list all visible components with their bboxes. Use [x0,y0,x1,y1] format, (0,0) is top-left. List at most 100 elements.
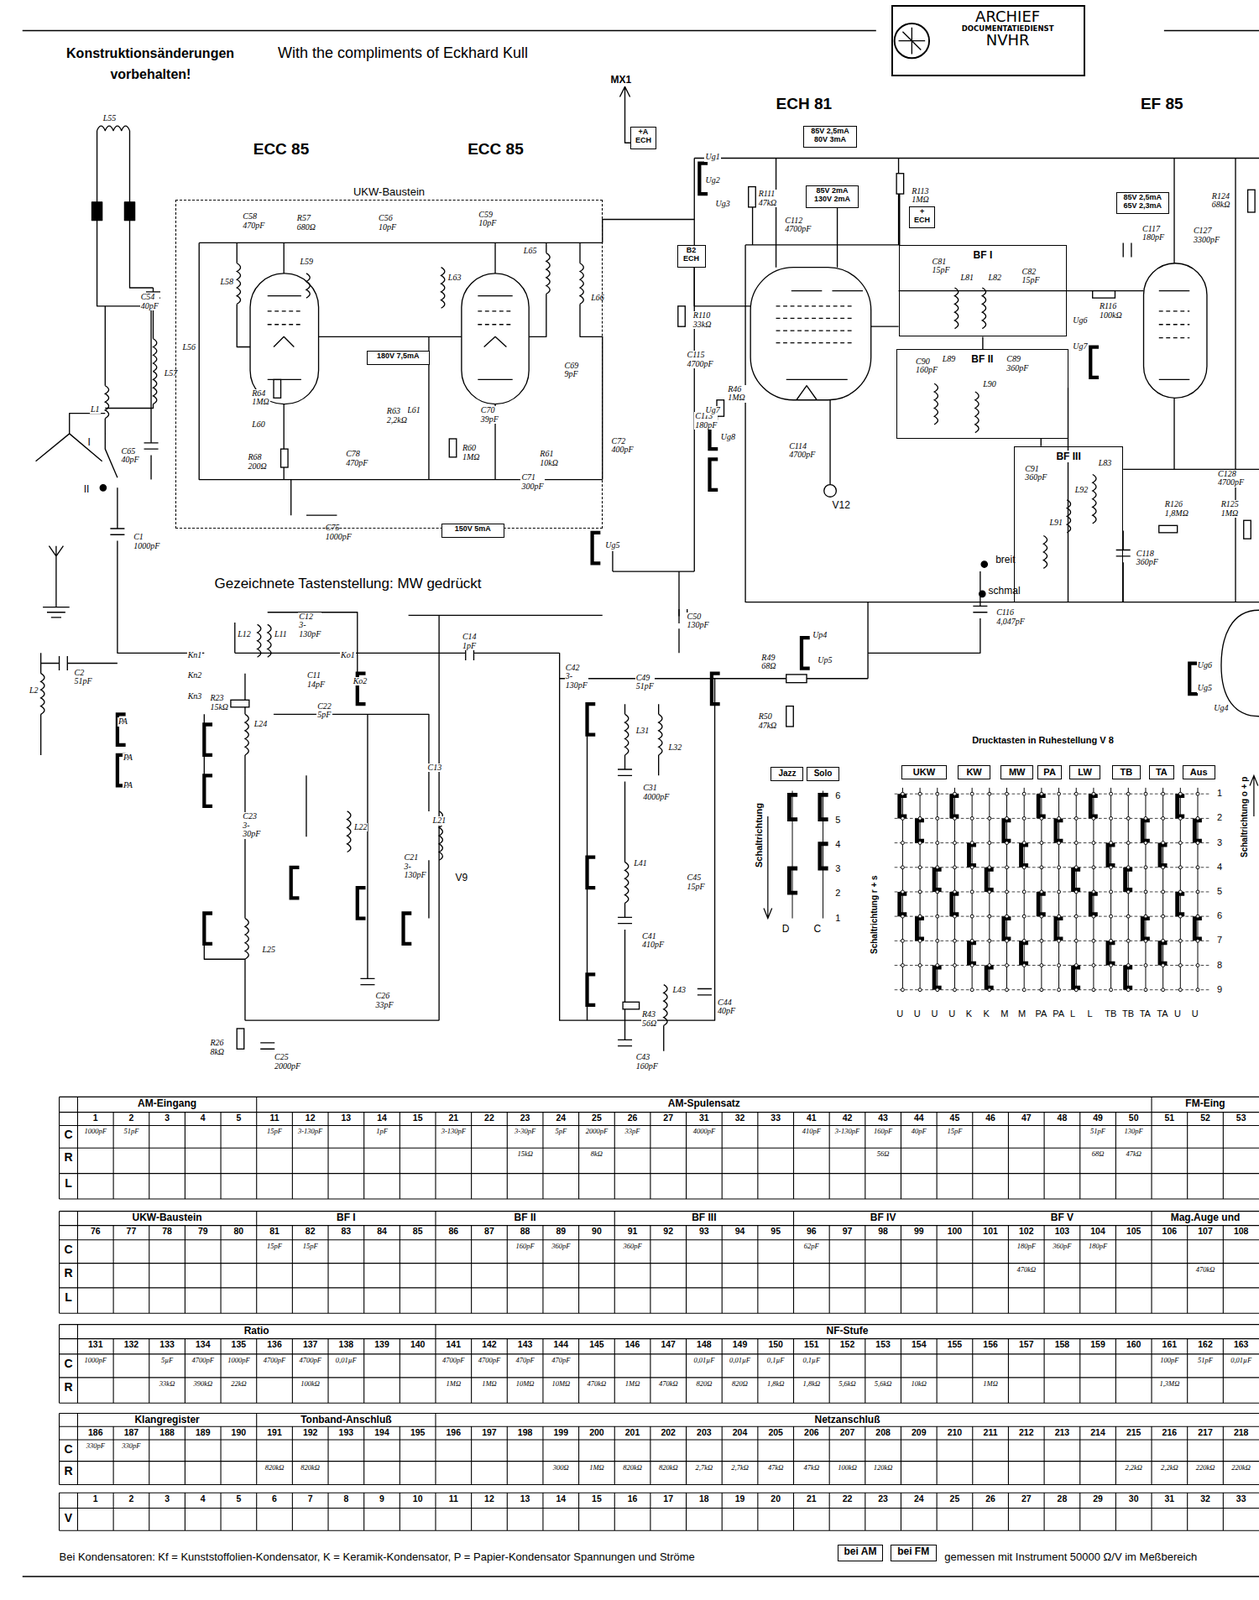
component-label: C90 160pF [914,357,939,376]
coil-symbol [267,624,272,658]
table-cell-value: 2,7kΩ [721,1464,758,1473]
table-cell-value: 15pF [292,1243,329,1251]
coil-symbol [1043,536,1047,570]
component-label: R116 100kΩ [1098,302,1124,320]
contact-dot [1022,964,1026,968]
table-column-number: 102 [1008,1227,1045,1238]
table-column-number: 218 [1222,1428,1259,1439]
table-cell-value: 5µF [149,1357,186,1365]
stamp-emblem [894,23,930,58]
table-cell-value: 15pF [256,1128,293,1136]
table-column-number: 93 [686,1227,723,1238]
annotation-text: U [914,1008,921,1019]
component-label: L32 [668,743,684,753]
table-cell-value: 51pF [113,1128,150,1136]
capacitor-symbol [972,605,988,612]
table-column-number: 97 [829,1227,866,1238]
component-label: Ug3 [715,199,732,209]
contact-dot [918,964,922,968]
contact-dot [935,890,940,894]
switch-contact [969,943,977,964]
contact-dot [1005,939,1009,943]
annotation-text: MX1 [610,74,632,86]
component-label: Up4 [811,631,828,641]
label-box: KW [957,765,991,780]
table-cell-value: 4000pF [686,1128,723,1136]
tube-ech81 [750,267,872,401]
contact-dot [1039,939,1044,943]
table-cell-value: 360pF [1044,1243,1081,1251]
table-cell-value: 470pF [506,1357,544,1365]
contact-dot [935,792,940,796]
table-column-number: 32 [721,1113,758,1124]
table-cell-value: 62pF [794,1243,831,1251]
table-column-number: 53 [1222,1113,1259,1124]
coil-symbol [982,287,986,330]
switch-contact [357,888,366,919]
contact-dot [1005,816,1009,821]
switch-contact [1003,820,1012,842]
table-cell-value: 1,8kΩ [757,1380,795,1389]
component-label: C2 51pF [73,668,94,687]
coil-symbol [546,253,550,295]
table-column-number: 21 [435,1113,472,1124]
capacitor-symbol [617,769,633,776]
resistor-symbol [273,379,282,398]
table-group-heading: UKW-Baustein [77,1212,256,1224]
contact-dot [1109,890,1113,894]
contact-dot [1178,914,1182,919]
component-label: C31 4000pF [642,783,670,802]
contact-dot [1005,988,1009,993]
component-label: C49 51pF [635,673,655,692]
component-label: R113 1MΩ [910,187,930,205]
contact-dot [900,792,904,796]
table-column-number: 51 [1151,1113,1188,1124]
annotation-text: With the compliments of Eckhard Kull [277,45,528,63]
contact-dot [1039,792,1044,796]
component-label: L60 [250,420,267,430]
label-box: B2 ECH [677,245,706,268]
component-label: L91 [1048,518,1064,528]
table-cell-value: 2000pF [579,1128,616,1136]
label-box: UKW [901,765,947,780]
switch-contact [203,913,213,944]
table-column-number: 197 [471,1428,508,1439]
table-cell-value: 2,2kΩ [1151,1464,1188,1473]
table-column-number: 12 [471,1494,508,1505]
table-group-heading: Ratio [77,1326,436,1338]
table-column-number: 137 [292,1340,329,1351]
table-column-number: 16 [614,1494,651,1505]
switch-contact [1021,845,1030,866]
contact-dot [1039,816,1044,821]
annotation-text: TA [1156,1008,1168,1019]
table-column-number: 4 [184,1494,221,1505]
contact-dot [970,914,974,919]
box-text: bei FM [893,1546,935,1558]
label-box: 180V 7,5mA [366,350,430,366]
table-column-number: 50 [1115,1113,1152,1124]
contact-dot [1005,841,1009,846]
annotation-text: 4 [1217,861,1223,873]
coil-symbol [347,811,351,853]
label-box: bei AM [837,1545,884,1563]
component-label: L58 [219,277,236,288]
component-label: Kn3 [187,692,204,702]
switch-contact [1073,967,1082,988]
contact-dot [1091,939,1096,943]
switch-contact [1142,820,1150,842]
table-group-heading: BF I [256,1212,436,1224]
table-column-number: 85 [399,1227,436,1238]
coil-symbol [245,919,249,961]
contact-dot [953,816,957,821]
table-group-heading: BF III [614,1212,794,1224]
annotation-text: 1 [1217,788,1223,799]
component-label: C127 3300pF [1192,226,1221,245]
annotation-text: 8 [1217,960,1223,971]
switch-contact [1177,796,1186,817]
switch-contact [1125,967,1134,988]
capacitor-symbol [59,656,68,671]
contact-dot [1109,866,1113,870]
parts-table-grid [59,1097,1259,1531]
component-label: C21 3-130pF [403,853,428,881]
